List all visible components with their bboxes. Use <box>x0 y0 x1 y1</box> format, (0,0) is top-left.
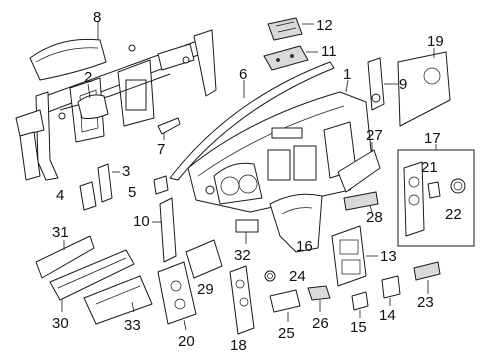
callout-22: 22 <box>445 206 462 223</box>
part-20-bezel <box>157 261 197 331</box>
callout-20: 20 <box>178 333 195 350</box>
callout-5: 5 <box>128 184 137 201</box>
part-4-bracket <box>79 181 97 211</box>
part-1-instrument-panel <box>187 79 373 213</box>
part-12-mat <box>267 17 314 41</box>
part-14-switch <box>381 275 401 306</box>
part-33-bolster <box>83 275 153 325</box>
part-28-mat <box>343 191 379 213</box>
callout-23: 23 <box>417 294 434 311</box>
callout-25: 25 <box>278 325 295 342</box>
callout-12: 12 <box>316 17 333 34</box>
part-19-panel <box>397 48 451 127</box>
callout-30: 30 <box>52 315 69 332</box>
callout-31: 31 <box>52 224 69 241</box>
callout-29: 29 <box>197 281 214 298</box>
callout-16: 16 <box>296 238 313 255</box>
callout-33: 33 <box>124 317 141 334</box>
part-13-center-bezel <box>331 225 378 287</box>
part-6-strip <box>169 61 335 181</box>
callout-28: 28 <box>366 209 383 226</box>
part-26-mat <box>307 285 331 312</box>
callout-4: 4 <box>56 187 65 204</box>
callout-24: 24 <box>289 268 306 285</box>
callout-6: 6 <box>239 66 248 83</box>
part-3-bracket <box>97 163 120 203</box>
part-7-trim <box>157 117 181 140</box>
part-18-bezel <box>229 265 255 335</box>
callout-18: 18 <box>230 337 247 354</box>
callout-1: 1 <box>343 66 352 83</box>
callout-14: 14 <box>379 307 396 324</box>
part-23-mat <box>413 261 441 294</box>
part-27-trim <box>337 142 381 193</box>
callout-13: 13 <box>380 248 397 265</box>
callout-17: 17 <box>424 130 441 147</box>
part-31-panel <box>35 235 95 279</box>
part-15-switch <box>351 291 369 318</box>
callout-9: 9 <box>399 76 408 93</box>
part-30-knee-panel <box>49 249 135 312</box>
callout-8: 8 <box>93 9 102 26</box>
part-cross-beam <box>15 29 217 181</box>
callout-19: 19 <box>427 33 444 50</box>
callout-32: 32 <box>234 247 251 264</box>
part-29-panel <box>185 239 223 279</box>
part-16-cluster-bezel <box>269 193 323 253</box>
callout-21: 21 <box>421 159 438 176</box>
part-8-cover <box>29 22 107 81</box>
callout-27: 27 <box>366 127 383 144</box>
callout-3: 3 <box>122 163 131 180</box>
callout-15: 15 <box>350 319 367 336</box>
part-10-side-panel <box>152 197 177 263</box>
callout-2: 2 <box>84 69 93 86</box>
callout-7: 7 <box>157 141 166 158</box>
part-5-clip <box>153 175 169 195</box>
callout-26: 26 <box>312 315 329 332</box>
part-9-end-cap <box>367 57 398 111</box>
part-17-group <box>397 144 475 247</box>
part-11-mat <box>263 45 318 71</box>
part-24-knob <box>264 270 276 282</box>
part-2-duct <box>77 83 109 119</box>
callout-10: 10 <box>133 213 150 230</box>
part-32-switch <box>235 219 259 244</box>
callout-11: 11 <box>321 43 337 60</box>
part-25-pocket <box>269 289 301 322</box>
